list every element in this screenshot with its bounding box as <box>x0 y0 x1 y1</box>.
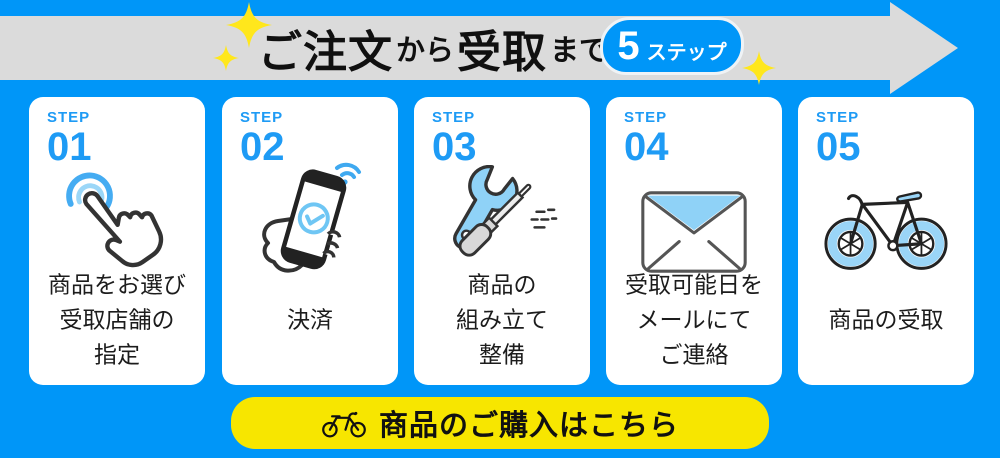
step-number: 01 <box>47 125 92 169</box>
step-card-02: STEP 02 <box>222 97 398 385</box>
banner-title-segment: ご注文 <box>258 28 393 77</box>
step-number: 02 <box>240 125 285 169</box>
step-caption: 決済 <box>287 306 333 333</box>
badge-number: 5 <box>617 24 640 68</box>
step-card-01: STEP 01 商品をお選び 受取店舗の 指定 <box>29 97 205 385</box>
step-number: 04 <box>624 125 669 169</box>
step-number: 03 <box>432 125 477 169</box>
tools-icon <box>453 165 558 257</box>
step-label: STEP <box>432 109 476 126</box>
step-caption: 商品の受取 <box>828 306 944 333</box>
step-header: STEP 02 <box>222 97 398 167</box>
step-caption: 受取可能日を メールにて ご連絡 <box>625 271 763 368</box>
banner-title: ご注文 から 受取 まで <box>258 16 611 80</box>
step-caption: 商品をお選び 受取店舗の 指定 <box>48 271 186 368</box>
step-header: STEP 01 <box>29 97 205 167</box>
purchase-button[interactable]: 商品のご購入はこちら <box>231 397 769 449</box>
step-card-04: STEP 04 受取可能日を メールにて ご連絡 <box>606 97 782 385</box>
step-number: 05 <box>816 125 861 169</box>
step-count-badge: 5 ステップ <box>600 17 744 75</box>
bicycle-icon <box>322 411 366 438</box>
phone-payment-icon <box>262 162 361 273</box>
banner-title-segment: から <box>396 35 455 67</box>
banner-title-segment: まで <box>550 35 609 67</box>
step-card-05: STEP 05 <box>798 97 974 385</box>
arrow-head-icon <box>890 2 958 94</box>
step-header: STEP 03 <box>414 97 590 167</box>
step-label: STEP <box>240 109 284 126</box>
purchase-button-label: 商品のご購入はこちら <box>378 410 679 442</box>
badge-label: ステップ <box>646 41 727 64</box>
banner-title-segment: 受取 <box>457 28 548 77</box>
step-label: STEP <box>47 109 91 126</box>
step-label: STEP <box>816 109 860 126</box>
sparkle-icon <box>226 2 272 48</box>
step-label: STEP <box>624 109 668 126</box>
step-card-03: STEP 03 <box>414 97 590 385</box>
step-header: STEP 05 <box>798 97 974 167</box>
tap-hand-icon <box>66 172 164 268</box>
bicycle-icon <box>824 191 948 270</box>
step-caption: 商品の 組み立て 整備 <box>456 271 548 368</box>
sparkle-icon <box>213 45 239 71</box>
mail-icon <box>641 191 747 273</box>
sparkle-icon <box>742 51 776 85</box>
step-header: STEP 04 <box>606 97 782 167</box>
